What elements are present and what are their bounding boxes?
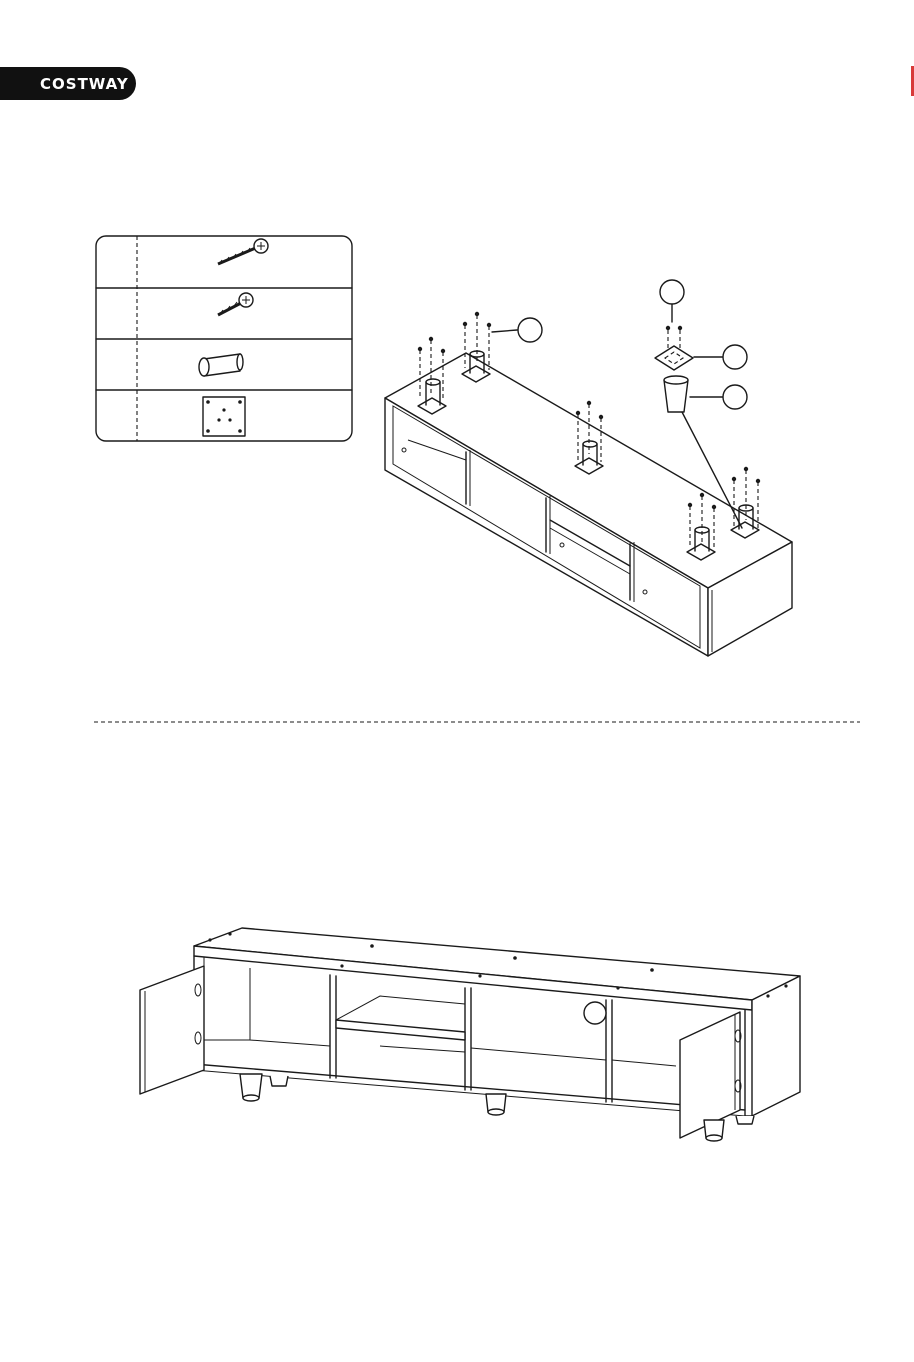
callout-plate bbox=[694, 345, 747, 369]
long-screw-icon bbox=[218, 239, 268, 264]
callout-door-hinge bbox=[584, 1002, 606, 1024]
parts-legend bbox=[96, 236, 352, 441]
right-door bbox=[680, 1012, 741, 1138]
leg-icon bbox=[199, 354, 243, 376]
left-door bbox=[140, 966, 204, 1094]
callout-screws-row bbox=[492, 318, 542, 342]
mounting-plate-icon bbox=[203, 397, 245, 436]
callout-screws-top bbox=[660, 280, 684, 322]
cabinet-legs bbox=[240, 1074, 754, 1141]
callout-leg bbox=[690, 385, 747, 409]
short-screw-icon bbox=[218, 293, 253, 315]
